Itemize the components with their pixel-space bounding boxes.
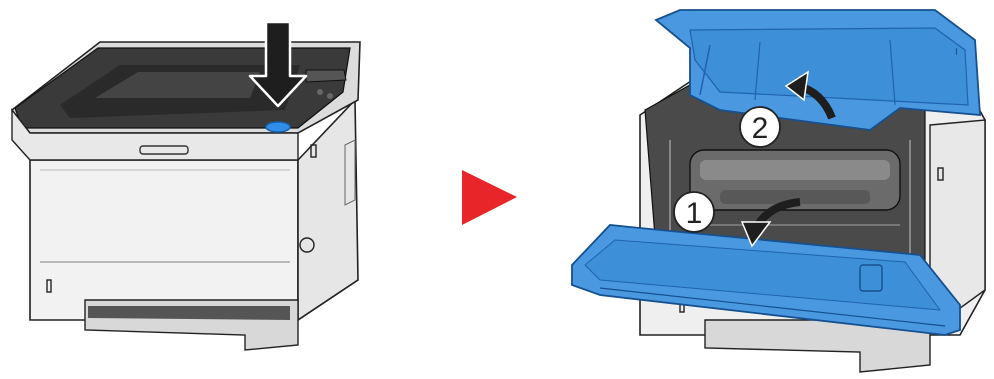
printer-front-face — [30, 160, 298, 320]
step-number-1-badge: 1 — [674, 192, 714, 232]
play-triangle-icon — [462, 170, 517, 225]
printer-side-face — [298, 100, 358, 320]
svg-text:I: I — [955, 47, 958, 58]
step-number-1-label: 1 — [686, 197, 703, 230]
power-button[interactable] — [266, 122, 290, 132]
step-number-2-label: 2 — [752, 112, 769, 145]
step-number-2-badge: 2 — [740, 107, 780, 147]
printer-closed — [12, 42, 360, 350]
control-panel-display — [306, 70, 346, 82]
